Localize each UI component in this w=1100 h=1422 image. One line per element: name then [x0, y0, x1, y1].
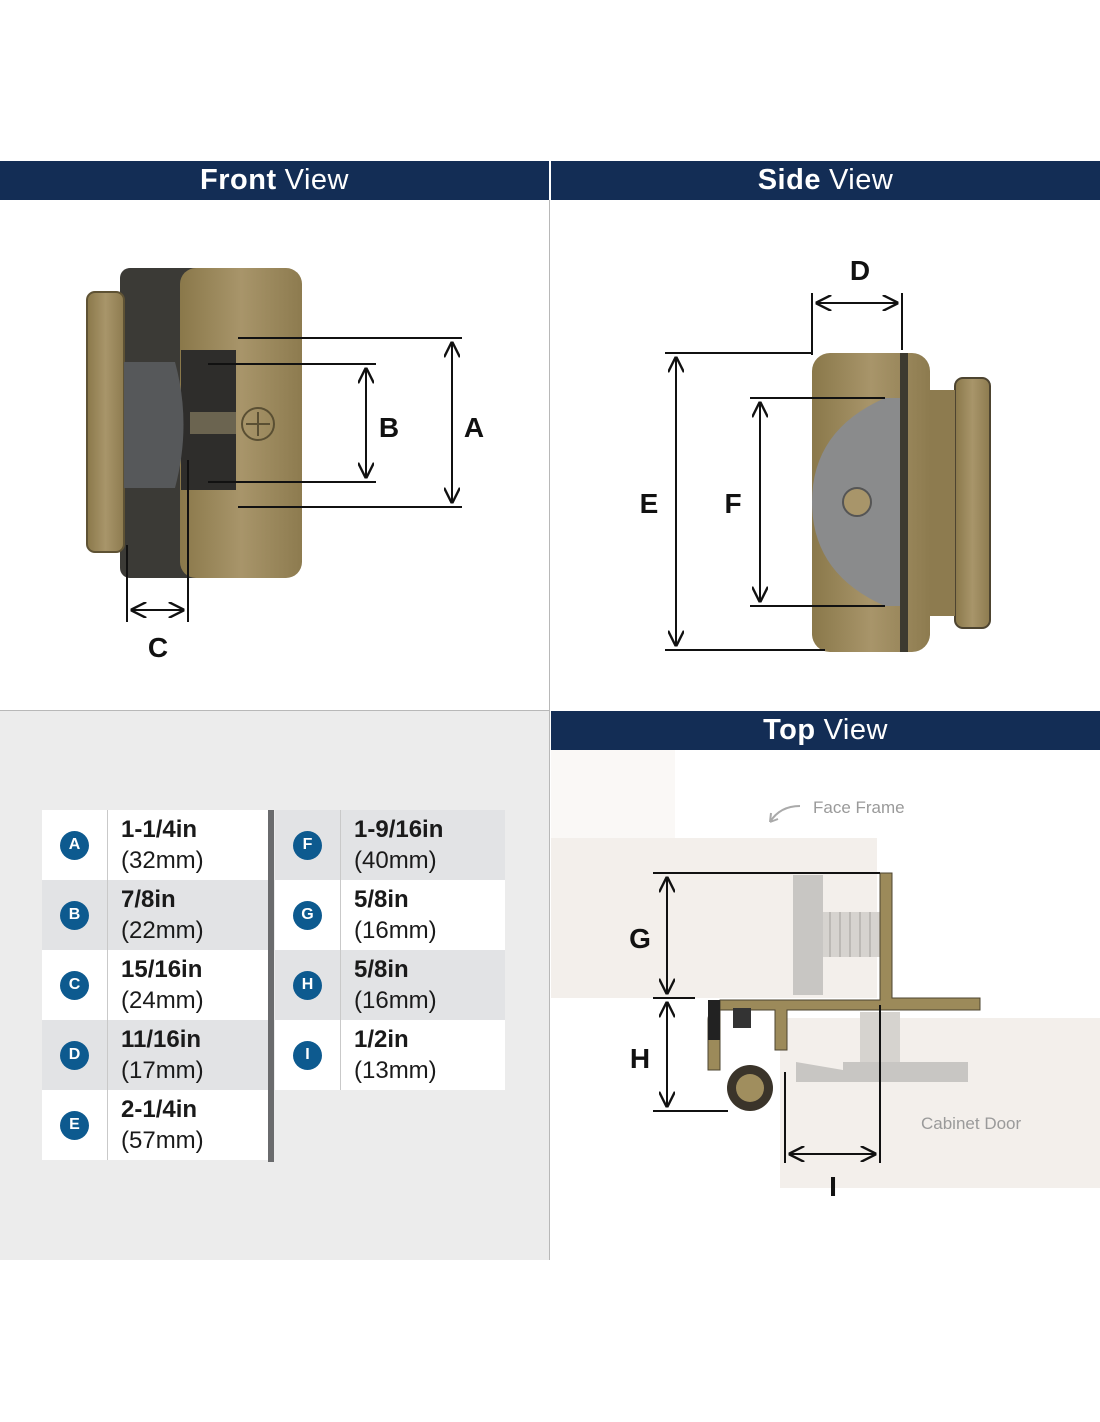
badge-e: E [60, 1110, 89, 1140]
panel-divider-horizontal [0, 710, 549, 711]
table-row-f: F 1-9/16in (40mm) [275, 810, 505, 880]
value-inches: 1/2in [354, 1026, 409, 1053]
value-inches: 15/16in [121, 956, 203, 983]
value-inches: 2-1/4in [121, 1096, 198, 1123]
value-inches: 1-1/4in [121, 816, 198, 843]
badge-g: G [293, 900, 322, 930]
cam-hole [842, 487, 872, 517]
badge-i: I [293, 1040, 322, 1070]
table-column-divider [268, 810, 274, 1162]
dimension-label-i: I [829, 1171, 837, 1202]
table-row-h: H 5/8in (16mm) [275, 950, 505, 1020]
dimension-label-d: D [850, 255, 870, 286]
dimension-label-b: B [379, 412, 399, 443]
dimension-label-f: F [724, 488, 741, 519]
value-mm: (40mm) [354, 847, 437, 874]
screw-hole [241, 407, 275, 441]
badge-f: F [293, 830, 322, 860]
table-row-a: A 1-1/4in (32mm) [42, 810, 268, 880]
value-mm: (22mm) [121, 917, 204, 944]
value-mm: (13mm) [354, 1057, 437, 1084]
hinge-brass-plate [180, 268, 302, 578]
value-inches: 1-9/16in [354, 816, 444, 843]
top-view-diagram: Face Frame Cabinet Door G H I [551, 750, 1100, 1202]
table-row-g: G 5/8in (16mm) [275, 880, 505, 950]
front-view-title-rest: View [284, 164, 349, 196]
value-mm: (57mm) [121, 1127, 204, 1154]
value-mm: (17mm) [121, 1057, 204, 1084]
side-view-title-bold: Side [757, 164, 821, 196]
value-inches: 7/8in [121, 886, 176, 913]
top-view-title-rest: View [823, 714, 888, 746]
badge-b: B [60, 900, 89, 930]
front-view-diagram: B A C [86, 268, 484, 663]
badge-c: C [60, 970, 89, 1000]
side-view-diagram: D E F [640, 255, 991, 652]
badge-h: H [293, 970, 322, 1000]
badge-d: D [60, 1040, 89, 1070]
table-row-c: C 15/16in (24mm) [42, 950, 268, 1020]
badge-a: A [60, 830, 89, 860]
dimension-label-c: C [148, 632, 168, 663]
table-row-b: B 7/8in (22mm) [42, 880, 268, 950]
value-inches: 5/8in [354, 886, 409, 913]
dimension-label-g: G [629, 923, 651, 954]
table-row-d: D 11/16in (17mm) [42, 1020, 268, 1090]
cabinet-door [780, 1018, 1100, 1188]
table-row-i: I 1/2in (13mm) [275, 1020, 505, 1090]
value-mm: (32mm) [121, 847, 204, 874]
side-view-title-rest: View [828, 164, 894, 196]
value-mm: (16mm) [354, 917, 437, 944]
value-inches: 5/8in [354, 956, 409, 983]
value-mm: (16mm) [354, 987, 437, 1014]
cabinet-door-label: Cabinet Door [921, 1114, 1022, 1133]
panel-divider-vertical [549, 200, 550, 1260]
face-frame-arrow-icon [769, 805, 801, 823]
value-mm: (24mm) [121, 987, 204, 1014]
face-frame-label: Face Frame [813, 798, 905, 817]
hinge-cam [124, 362, 184, 488]
dimension-label-a: A [464, 412, 484, 443]
top-view-title-bold: Top [763, 714, 816, 746]
dimension-label-h: H [630, 1043, 650, 1074]
dimension-label-e: E [640, 488, 659, 519]
front-view-title-bold: Front [200, 164, 277, 196]
hinge-knuckle [954, 377, 991, 629]
value-inches: 11/16in [121, 1026, 202, 1053]
table-row-e: E 2-1/4in (57mm) [42, 1090, 268, 1160]
hinge-knuckle [86, 291, 125, 553]
